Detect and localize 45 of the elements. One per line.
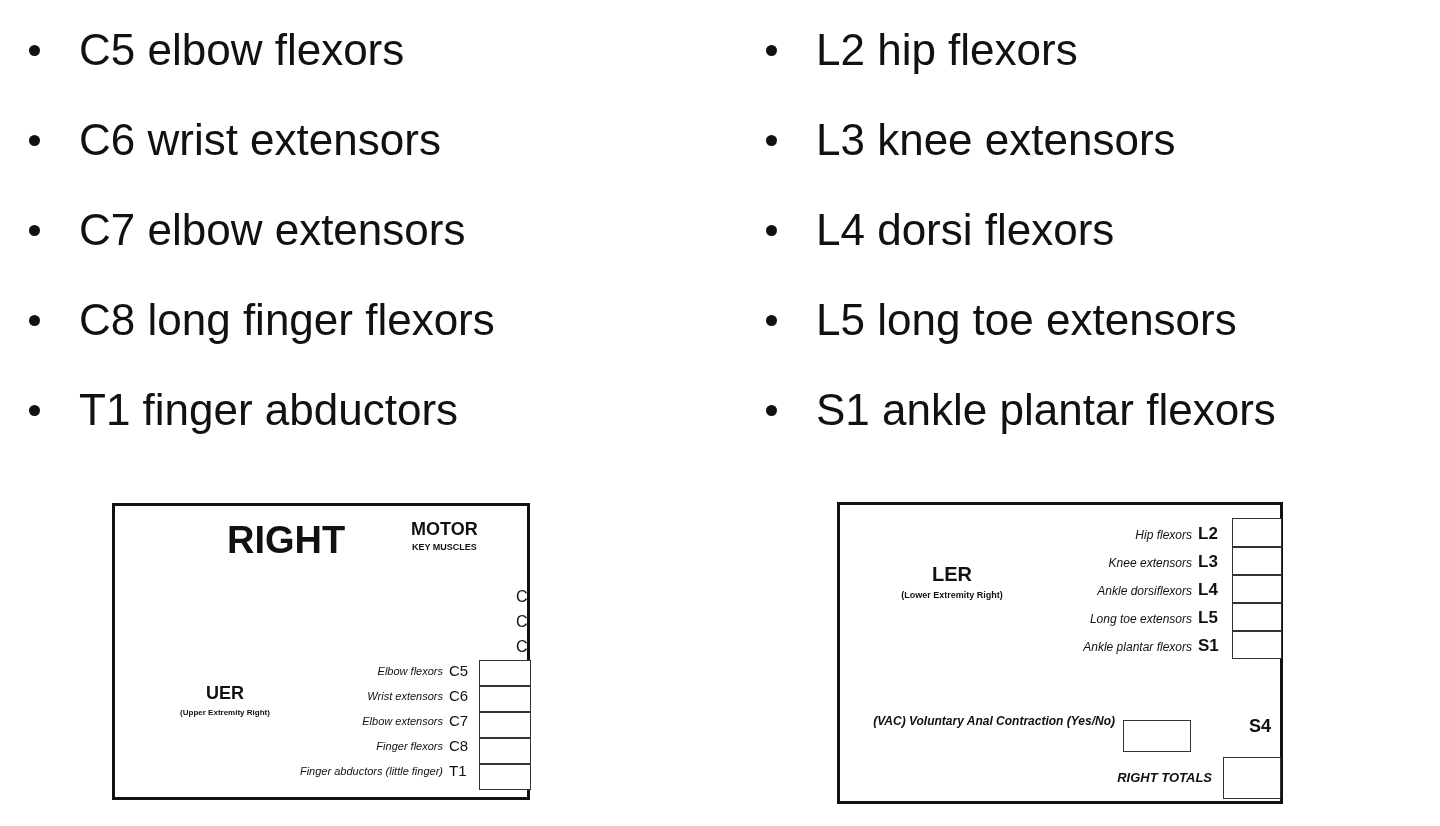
- level-code: C: [516, 588, 528, 606]
- muscle-label: Ankle plantar flexors: [1083, 641, 1192, 655]
- extremity-heading: LER: [932, 563, 972, 585]
- section-heading: MOTOR: [411, 520, 478, 540]
- bullet-text: S1 ankle plantar flexors: [766, 384, 1276, 436]
- bullet-text: L3 knee extensors: [766, 114, 1176, 166]
- extremity-subheading: (Upper Extremity Right): [180, 709, 270, 718]
- level-code: L5: [1198, 609, 1218, 628]
- extremity-subheading: (Lower Extremity Right): [901, 591, 1003, 601]
- bullet-text: C6 wrist extensors: [29, 114, 441, 166]
- level-code: S4: [1249, 717, 1272, 737]
- level-code: T1: [449, 763, 467, 780]
- totals-label: RIGHT TOTALS: [1117, 771, 1212, 786]
- muscle-label: Ankle dorsiflexors: [1097, 585, 1192, 599]
- field-label: (VAC) Voluntary Anal Contraction (Yes/No): [872, 715, 1115, 729]
- level-code: C7: [449, 713, 469, 730]
- bullet-text: L2 hip flexors: [766, 24, 1078, 76]
- level-code: C5: [449, 663, 469, 680]
- form-heading: RIGHT: [227, 520, 346, 562]
- muscle-label: Elbow extensors: [362, 715, 443, 728]
- muscle-label: Finger abductors (little finger): [299, 765, 443, 778]
- bullet-text: C7 elbow extensors: [29, 204, 466, 256]
- bullet-text: L5 long toe extensors: [766, 294, 1237, 346]
- level-code: L3: [1198, 553, 1218, 572]
- muscle-label: Long toe extensors: [1089, 613, 1192, 627]
- muscle-label: Knee extensors: [1108, 557, 1192, 571]
- muscle-label: Wrist extensors: [367, 690, 443, 703]
- level-code: L2: [1198, 525, 1218, 544]
- bullet-text: C8 long finger flexors: [29, 294, 495, 346]
- muscle-label: Hip flexors: [1135, 529, 1192, 543]
- level-code: C: [516, 638, 528, 656]
- bullet-text: C5 elbow flexors: [29, 24, 405, 76]
- bullet-text: L4 dorsi flexors: [766, 204, 1115, 256]
- form-panel: [837, 502, 1283, 804]
- muscle-label: Elbow flexors: [377, 665, 443, 678]
- muscle-label: Finger flexors: [376, 740, 443, 753]
- bullet-text: T1 finger abductors: [29, 384, 459, 436]
- level-code: L4: [1198, 581, 1218, 600]
- extremity-heading: UER: [206, 684, 244, 704]
- section-subheading: KEY MUSCLES: [412, 543, 477, 553]
- level-code: C8: [449, 738, 469, 755]
- form-panel: [112, 503, 530, 800]
- level-code: S1: [1198, 637, 1219, 656]
- level-code: C6: [449, 688, 469, 705]
- level-code: C: [516, 613, 528, 631]
